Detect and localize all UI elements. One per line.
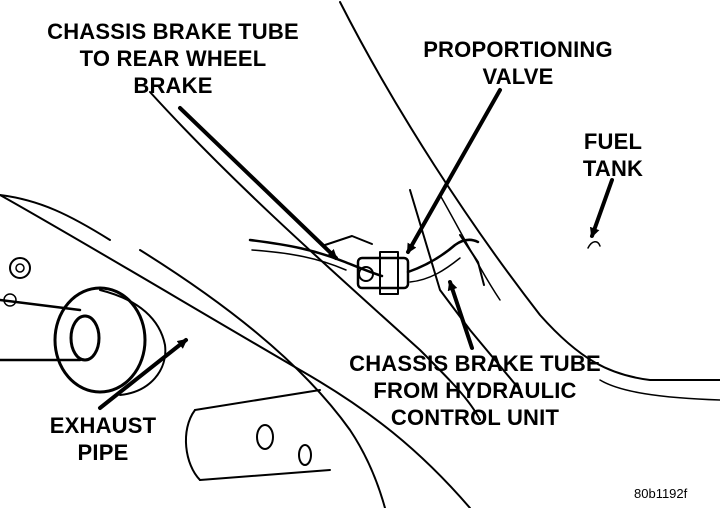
bolt-1 [9,257,31,279]
crossmember-hole-1 [256,424,274,450]
exhaust-pipe-opening [69,314,101,362]
label-line: BRAKE [133,73,213,98]
figure-code: 80b1192f [634,486,688,501]
rear-brake-tube-2 [251,249,347,271]
label-rear-wheel-tube: CHASSIS BRAKE TUBE TO REAR WHEEL BRAKE [8,18,338,99]
label-line: VALVE [482,64,554,89]
frame-rail-left [0,194,471,508]
valve-body [356,256,410,290]
valve-mount [459,234,485,286]
lower-panel [0,194,111,241]
hcu-brake-tube-2 [409,257,461,283]
floor-panel [139,249,386,508]
fuel-tank-outline [339,1,720,381]
frame-bracket [409,189,521,391]
valve-fitting [379,251,399,295]
label-line: TO REAR WHEEL [79,46,267,71]
bolt-3 [3,293,17,307]
exhaust-muffler [99,289,167,396]
arrow-hcu-tube [447,280,474,350]
frame-rail-top [149,91,481,421]
exhaust-pipe-end [53,286,147,394]
label-fuel-tank: FUEL TANK [558,128,668,182]
label-line: PROPORTIONING [423,37,613,62]
label-hcu-tube: CHASSIS BRAKE TUBE FROM HYDRAULIC CONTRO… [310,350,640,431]
hcu-brake-tube [406,238,480,274]
arrow-exhaust [98,338,188,410]
label-line: EXHAUST [49,413,157,438]
fuel-tank-seam [599,379,720,401]
crossmember-bottom [199,469,331,481]
label-line: CHASSIS BRAKE TUBE [47,19,299,44]
exhaust-pipe-top [0,298,82,312]
label-proportioning-valve: PROPORTIONING VALVE [388,36,648,90]
rear-brake-tube [248,238,384,278]
crossmember-end [184,409,201,481]
fuel-tank-mark [587,241,601,249]
label-line: CHASSIS BRAKE TUBE [349,351,601,376]
valve-nut [358,266,374,282]
valve-bracket [324,235,373,246]
arrow-fuel-tank [589,178,614,238]
label-line: FUEL [583,129,643,154]
crossmember-hole-2 [298,444,312,466]
label-exhaust-pipe: EXHAUST PIPE [28,412,178,466]
label-line: TANK [582,156,644,181]
label-line: CONTROL UNIT [390,405,560,430]
arrow-rear-tube [178,106,338,260]
arrow-valve [406,88,502,254]
crossmember-top [194,389,321,411]
label-line: PIPE [77,440,129,465]
label-line: FROM HYDRAULIC [373,378,577,403]
bolt-2 [15,263,25,273]
